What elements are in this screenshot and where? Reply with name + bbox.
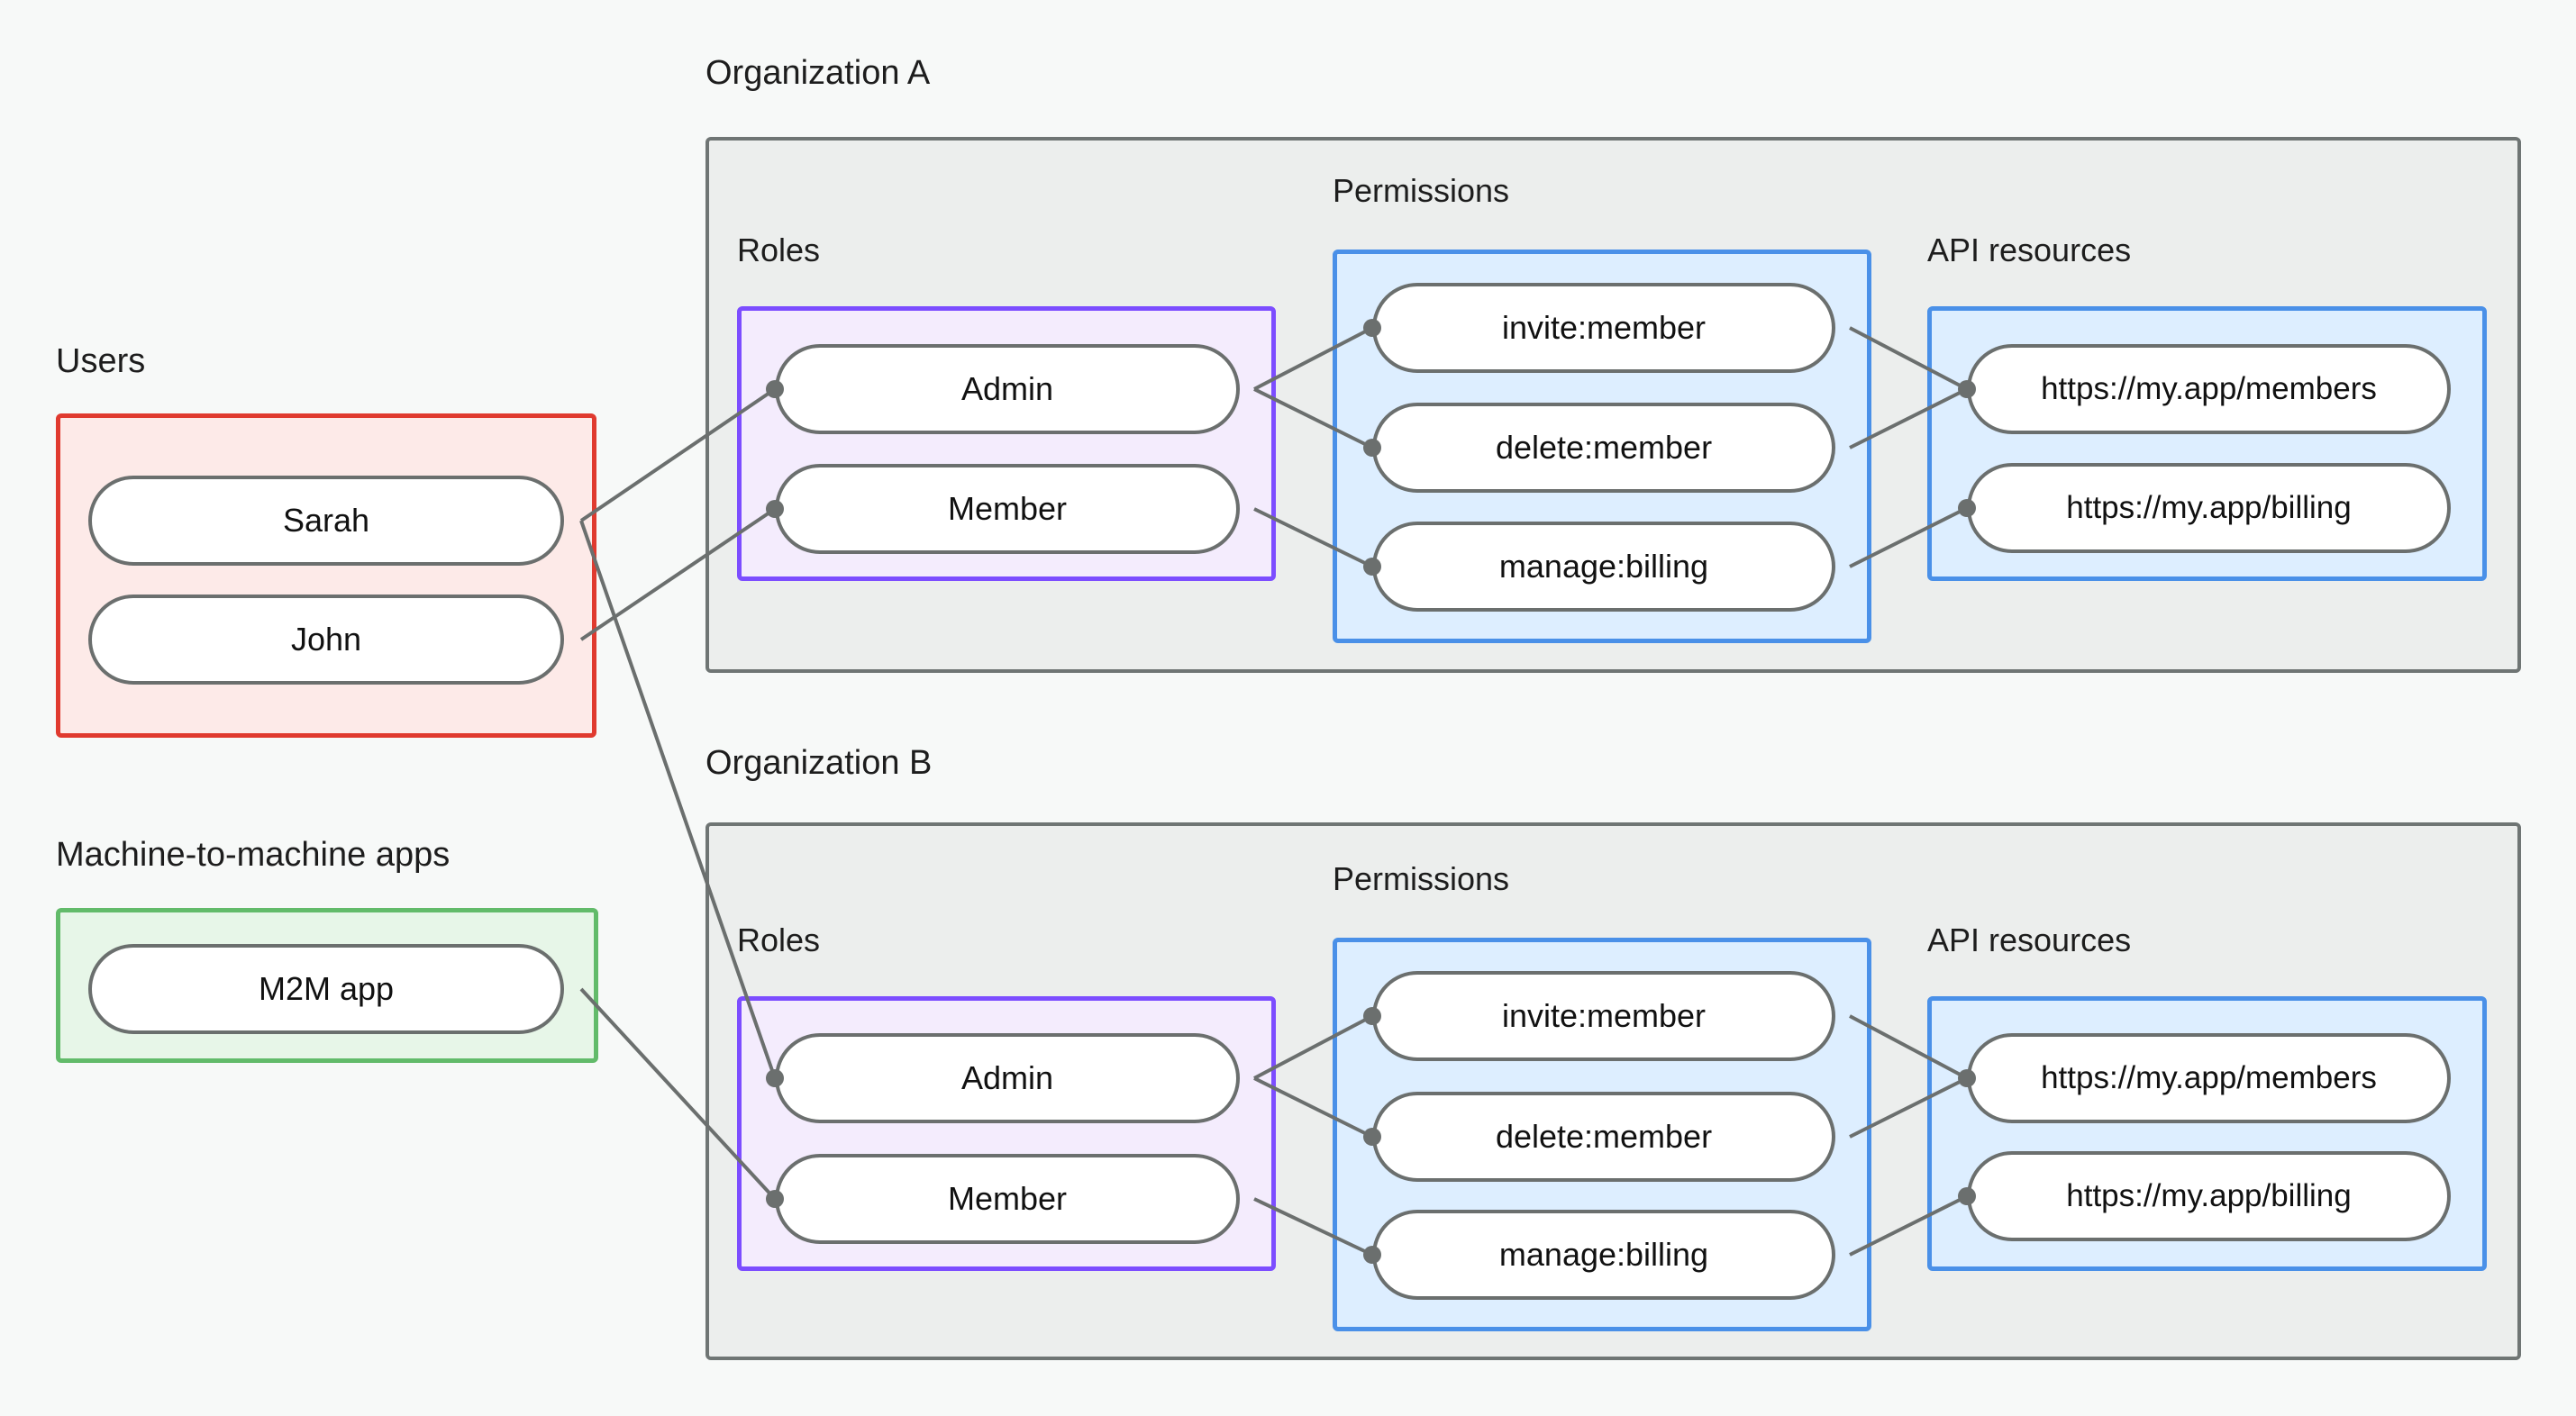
orgb-api-resources-label: API resources [1927, 921, 2132, 958]
user-node-john[interactable]: John [88, 595, 564, 685]
connector-dot-orgb-delete-in [1363, 1128, 1381, 1146]
orgb-role-node-member[interactable]: Member [775, 1154, 1240, 1244]
orga-permission-node-manage-billing[interactable]: manage:billing [1372, 522, 1835, 612]
organization-b-label: Organization B [705, 744, 933, 782]
connector-dot-orga-admin-in [766, 380, 784, 398]
connector-dot-orga-member-in [766, 500, 784, 518]
organization-a-label: Organization A [705, 54, 931, 92]
orga-role-node-member[interactable]: Member [775, 464, 1240, 554]
orga-permissions-label: Permissions [1333, 172, 1510, 209]
orgb-api-node-members[interactable]: https://my.app/members [1967, 1033, 2451, 1123]
orgb-roles-label: Roles [737, 921, 821, 958]
users-group-box [56, 413, 596, 738]
orga-api-node-billing[interactable]: https://my.app/billing [1967, 463, 2451, 553]
connector-dot-orga-billing-res-in [1958, 499, 1976, 517]
connector-dot-orga-invite-in [1363, 319, 1381, 337]
orga-api-resources-label: API resources [1927, 231, 2132, 268]
connector-dot-orga-members-res-in [1958, 380, 1976, 398]
connector-dot-orga-delete-in [1363, 439, 1381, 457]
orga-roles-label: Roles [737, 231, 821, 268]
orgb-permission-node-invite-member[interactable]: invite:member [1372, 971, 1835, 1061]
orga-permission-node-delete-member[interactable]: delete:member [1372, 403, 1835, 493]
orga-api-node-members[interactable]: https://my.app/members [1967, 344, 2451, 434]
connector-dot-orgb-admin-in [766, 1069, 784, 1087]
orga-permission-node-invite-member[interactable]: invite:member [1372, 283, 1835, 373]
orgb-permission-node-manage-billing[interactable]: manage:billing [1372, 1210, 1835, 1300]
connector-dot-orgb-member-in [766, 1190, 784, 1208]
orgb-role-node-admin[interactable]: Admin [775, 1033, 1240, 1123]
orgb-api-node-billing[interactable]: https://my.app/billing [1967, 1151, 2451, 1241]
connector-dot-orgb-invite-in [1363, 1007, 1381, 1025]
connector-dot-orga-billing-in [1363, 558, 1381, 576]
orgb-permission-node-delete-member[interactable]: delete:member [1372, 1092, 1835, 1182]
user-node-sarah[interactable]: Sarah [88, 476, 564, 566]
connector-dot-orgb-billing-res-in [1958, 1187, 1976, 1205]
m2m-node-app[interactable]: M2M app [88, 944, 564, 1034]
connector-dot-orgb-members-res-in [1958, 1069, 1976, 1087]
orga-role-node-admin[interactable]: Admin [775, 344, 1240, 434]
connector-dot-orgb-billing-in [1363, 1246, 1381, 1264]
users-group-label: Users [56, 342, 146, 380]
orgb-permissions-label: Permissions [1333, 860, 1510, 897]
m2m-group-label: Machine-to-machine apps [56, 836, 451, 874]
